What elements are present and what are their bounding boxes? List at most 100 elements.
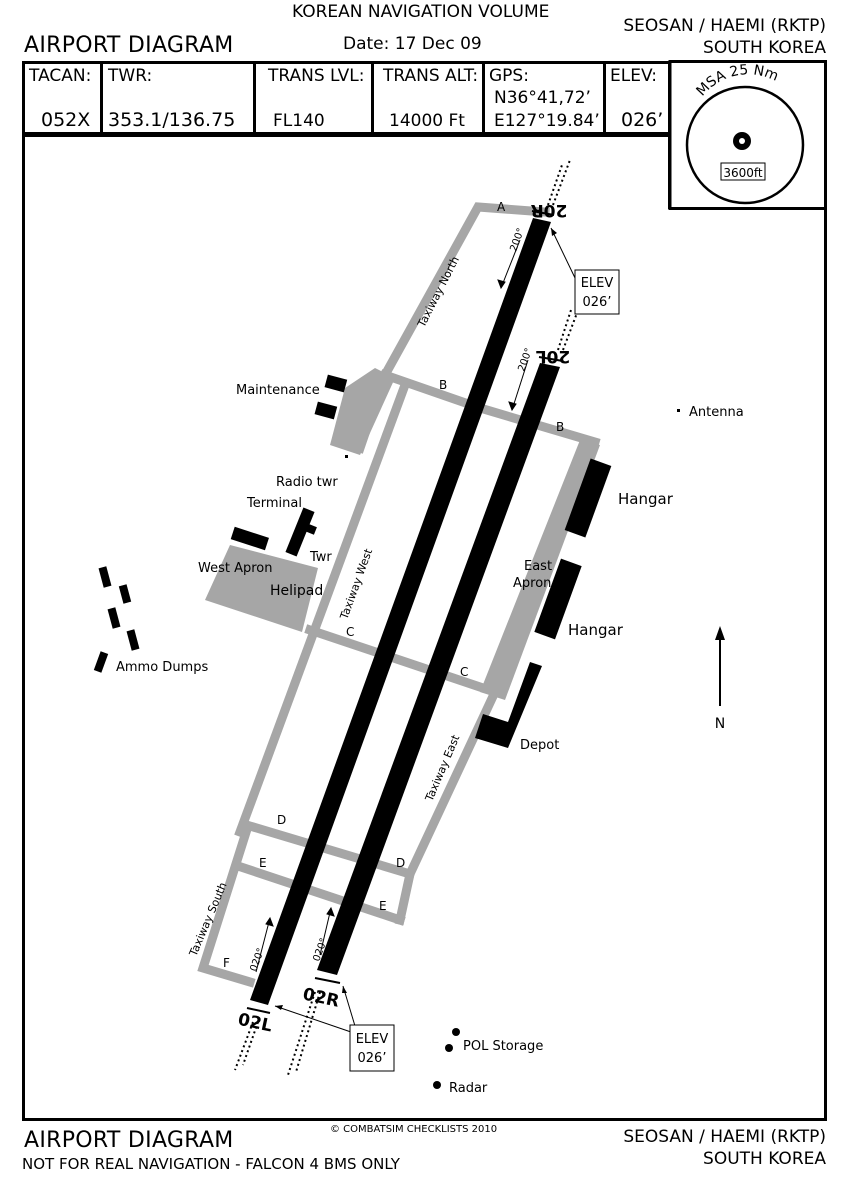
- taxiway-d: [244, 820, 416, 880]
- thresholds: [246, 210, 564, 1014]
- ammo-dump: [93, 651, 109, 673]
- elev-value: 026’: [621, 109, 664, 131]
- tower-building: [285, 507, 315, 557]
- elev-callout-label: ELEV: [356, 1032, 389, 1047]
- diagram-frame: [22, 132, 827, 1121]
- tacan-value: 052X: [41, 109, 91, 131]
- west-apron: [205, 545, 318, 632]
- depot-label: Depot: [520, 738, 559, 753]
- runway-label-20l: 20L: [536, 346, 571, 366]
- elev-callout-value: 026’: [358, 1051, 387, 1066]
- taxiway-b-label: B: [439, 378, 447, 392]
- radio-tower-label: Radio twr: [276, 475, 338, 490]
- heading-200-20l: 200°: [516, 347, 535, 373]
- east-apron: [480, 440, 600, 700]
- elev-callout-label: ELEV: [581, 276, 614, 291]
- north-arrow-icon: [715, 626, 725, 706]
- msa-altitude-box: [720, 162, 766, 181]
- pol-storage-marker: [445, 1044, 453, 1052]
- info-bar: [22, 61, 828, 137]
- hangar-building: [564, 458, 612, 538]
- ammo-dumps-label: Ammo Dumps: [116, 660, 208, 675]
- country-name: SOUTH KOREA: [703, 38, 826, 58]
- trans-lvl-value: FL140: [273, 111, 325, 131]
- hangar-label: Hangar: [568, 621, 624, 639]
- radio-tower-marker: [345, 455, 348, 458]
- gps-latitude: N36°41,72’: [494, 88, 591, 108]
- buildings: [93, 374, 680, 1089]
- maintenance-building: [314, 401, 338, 420]
- taxiway-maint-link: [354, 369, 391, 454]
- taxiway-north: [378, 202, 550, 382]
- footer-airport-name: SEOSAN / HAEMI (RKTP): [623, 1127, 826, 1147]
- radar-label: Radar: [449, 1081, 488, 1096]
- trans-alt-value: 14000 Ft: [389, 111, 465, 131]
- footer-title: AIRPORT DIAGRAM: [24, 1128, 234, 1153]
- taxiway-d-label: D: [277, 813, 286, 827]
- west-apron-label: West Apron: [198, 561, 273, 576]
- elev-callout-north: ELEV 026’: [550, 227, 620, 315]
- taxiway-south: [197, 820, 256, 988]
- gps-label: GPS:: [489, 66, 529, 86]
- taxiway-c-label: C: [460, 665, 468, 679]
- pol-storage-label: POL Storage: [463, 1039, 543, 1054]
- ammo-dump: [126, 629, 140, 651]
- east-apron-label: East: [524, 559, 552, 574]
- pol-storage-marker: [452, 1028, 460, 1036]
- trans-lvl-label: TRANS LVL:: [268, 66, 365, 86]
- volume-title: KOREAN NAVIGATION VOLUME: [292, 2, 550, 22]
- antenna-marker: [677, 409, 680, 412]
- footer-country: SOUTH KOREA: [703, 1149, 826, 1169]
- navaid-icon: [726, 126, 758, 154]
- terminal-label: Terminal: [246, 496, 302, 511]
- elev-label: ELEV:: [610, 66, 657, 86]
- page-title: AIRPORT DIAGRAM: [24, 33, 234, 58]
- tacan-label: TACAN:: [29, 66, 92, 86]
- taxiway-north-label: Taxiway North: [415, 254, 462, 330]
- north-label: N: [715, 716, 725, 732]
- depot-building: [475, 662, 542, 748]
- tower-label: Twr: [309, 550, 332, 565]
- twr-value: 353.1/136.75: [108, 109, 236, 131]
- runway-02r-20l: [317, 363, 560, 975]
- elev-callout-south: ELEV 026’: [274, 985, 395, 1072]
- runway-label-02l: 02L: [236, 1010, 274, 1037]
- antenna-label: Antenna: [689, 405, 744, 420]
- chart-date: Date: 17 Dec 09: [343, 34, 482, 54]
- hangar-label: Hangar: [618, 490, 674, 508]
- airport-name: SEOSAN / HAEMI (RKTP): [623, 16, 826, 36]
- east-apron-label: Apron: [513, 576, 551, 591]
- taxiway-a-label: A: [497, 200, 506, 214]
- trans-alt-label: TRANS ALT:: [383, 66, 479, 86]
- taxiway-west: [234, 379, 411, 838]
- gps-longitude: E127°19.84’: [494, 111, 600, 131]
- hangar-building: [534, 558, 582, 640]
- radar-marker: [433, 1081, 441, 1089]
- ammo-dump: [98, 566, 112, 588]
- footer-disclaimer: NOT FOR REAL NAVIGATION - FALCON 4 BMS O…: [22, 1155, 400, 1173]
- taxiway-b-label: B: [556, 420, 564, 434]
- taxiway-c: [304, 624, 486, 693]
- runway-label-20r: 20R: [531, 200, 568, 220]
- taxiway-f-label: F: [223, 956, 230, 970]
- elev-callout-value: 026’: [583, 295, 612, 310]
- taxiway-e: [232, 860, 406, 926]
- runway-label-02r: 02R: [301, 985, 341, 1012]
- taxiway-c-label: C: [346, 625, 354, 639]
- taxiway-d-label: D: [396, 856, 405, 870]
- ammo-dump: [107, 607, 121, 629]
- msa-altitude: 3600ft: [723, 166, 763, 180]
- twr-label: TWR:: [108, 66, 153, 86]
- terminal-building: [230, 526, 269, 551]
- runway-02l-20r: [250, 218, 551, 1005]
- ammo-dump: [118, 584, 132, 604]
- heading-arrows: [255, 239, 529, 973]
- msa-circle: [685, 85, 805, 205]
- maintenance-building: [324, 374, 348, 393]
- helipad-label: Helipad: [270, 583, 323, 599]
- maintenance-label: Maintenance: [236, 383, 320, 398]
- taxiway-e-label: E: [379, 899, 387, 913]
- footer-copyright: © COMBATSIM CHECKLISTS 2010: [330, 1124, 498, 1135]
- taxiway-e-label: E: [259, 856, 267, 870]
